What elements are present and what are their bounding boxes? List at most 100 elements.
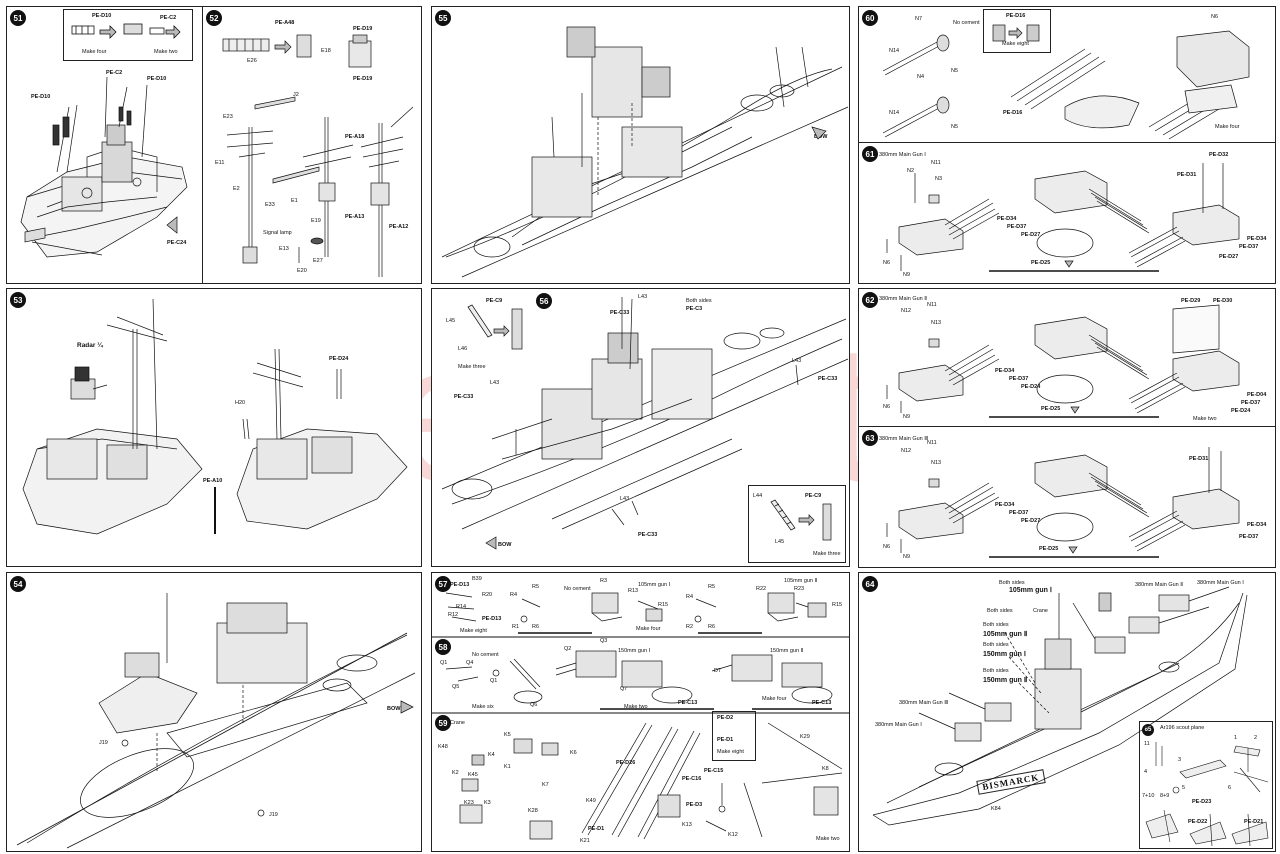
part-label: R5 [708,584,716,590]
note-label: Crane [1033,608,1048,614]
part-label: PE-D3 [686,802,703,808]
part-label: R1 [512,624,520,630]
part-label: R4 [510,592,518,598]
part-label: Q7 [620,686,628,692]
part-label: K2 [452,770,459,776]
part-label: PE-A48 [275,20,295,26]
part-label: Q5 [452,684,460,690]
part-label: PE-D26 [616,760,636,766]
part-label: PE-D21 [1244,819,1264,825]
part-label: PE-C33 [818,376,838,382]
part-label: L43 [620,496,630,502]
part-label: E11 [215,160,225,166]
part-label: N11 [931,160,941,166]
turret-gun-drawing [882,24,1250,140]
part-label: N3 [935,176,943,182]
gun-label: 380mm Main Gun Ⅲ [879,436,929,442]
part-label: K29 [800,734,810,740]
step-number: 61 [862,146,878,162]
part-label: N14 [889,110,900,116]
part-label: K84 [991,806,1001,812]
part-label: N12 [901,308,912,314]
step-number: 53 [10,292,26,308]
part-label: PE-A10 [203,478,223,484]
detail-inset: L44 PE-C9 L45 Make three [748,485,846,563]
note-label: No cement [472,652,499,658]
part-label: K5 [504,732,511,738]
step-65-inset: 65 Ar196 scout plane 11 1 2 3 4 7+10 8+9… [1139,721,1273,849]
step-number: 60 [862,10,878,26]
part-label: PE-D24 [1021,384,1041,390]
part-label: PE-C24 [167,240,187,246]
part-label: PE-D37 [1241,400,1261,406]
part-label: L45 [446,318,456,324]
plane-label: Ar196 scout plane [1160,725,1205,731]
part-label: PE-D32 [1209,152,1229,158]
part-label: H20 [235,400,246,406]
step-number: 64 [862,576,878,592]
gun-label: 380mm Main Gun Ⅰ [879,152,926,158]
bridge-drawing [22,298,408,535]
part-label: N7 [915,16,923,22]
part-label: PE-C13 [678,700,698,706]
part-label: R22 [756,586,767,592]
part-label: K23 [464,800,474,806]
part-label: D7 [714,668,722,674]
deck-drawing [16,593,416,849]
part-label: L43 [490,380,500,386]
part-label: N5 [951,124,959,130]
part-label: PE-C2 [160,15,177,21]
part-label: E33 [265,202,275,208]
note-label: Make two [624,704,648,710]
part-label: PE-D27 [1021,232,1041,238]
part-label: PE-C16 [682,776,702,782]
part-label: PE-C33 [454,394,474,400]
part-label: PE-D25 [1039,546,1059,552]
part-label: PE-D27 [1219,254,1239,260]
note-label: Make eight [717,749,744,755]
part-label: PE-C9 [805,493,822,499]
gun-label: 105mm gun Ⅰ [638,582,671,588]
note-label: Make eight [460,628,487,634]
note-label: No cement [953,20,980,26]
part-label: N5 [951,68,959,74]
gun-label: 380mm Main Gun Ⅰ [875,722,922,728]
part-label: K45 [468,772,478,778]
part-label: PE-D10 [92,13,112,19]
note-label: Make two [1193,416,1217,422]
part-label: PE-D25 [1041,406,1061,412]
hull-superstructure-drawing [441,297,849,550]
part-label: J19 [99,740,108,746]
part-label: L45 [775,539,785,545]
part-label: PE-A13 [345,214,365,220]
step-51-panel: 51 PE-D10 PE-C2 Make four Make two PE-C2… [6,6,203,284]
part-label: 4 [1144,769,1148,775]
note-label: No cement [564,586,591,592]
part-label: N6 [1211,14,1219,20]
part-label: R6 [532,624,540,630]
part-label: R2 [686,624,694,630]
note-label: Make two [816,836,840,842]
step-number: 65 [1142,724,1154,736]
part-label: K48 [438,744,448,750]
part-label: PE-D37 [1239,534,1259,540]
part-label: N11 [927,440,937,446]
part-label: PE-D34 [1247,522,1267,528]
note-label: Make four [1215,124,1240,130]
part-label: PE-D31 [1177,172,1197,178]
part-label: R6 [708,624,716,630]
part-label: R15 [658,602,669,608]
step-number: 52 [206,10,222,26]
part-label: PE-D10 [31,94,51,100]
instruction-page-right: 60 N7 N14 N5 N4 N14 N5 No cement PE-D16 … [854,0,1279,854]
part-label: PE-D37 [1009,376,1029,382]
part-label: PE-C2 [106,70,123,76]
part-label: PE-D24 [329,356,349,362]
step-54-panel: 54 J19 J19 BOW [6,572,422,852]
part-label: 7+10 [1142,793,1155,799]
part-label: PE-C13 [812,700,832,706]
part-label: E2 [233,186,240,192]
step-64-panel: 64 Both sides 105mm gun Ⅰ Both sides Cra… [858,572,1276,852]
detail-inset: PE-D2 PE-D1 Make eight [712,711,756,761]
scout-plane-drawing [1145,742,1269,847]
